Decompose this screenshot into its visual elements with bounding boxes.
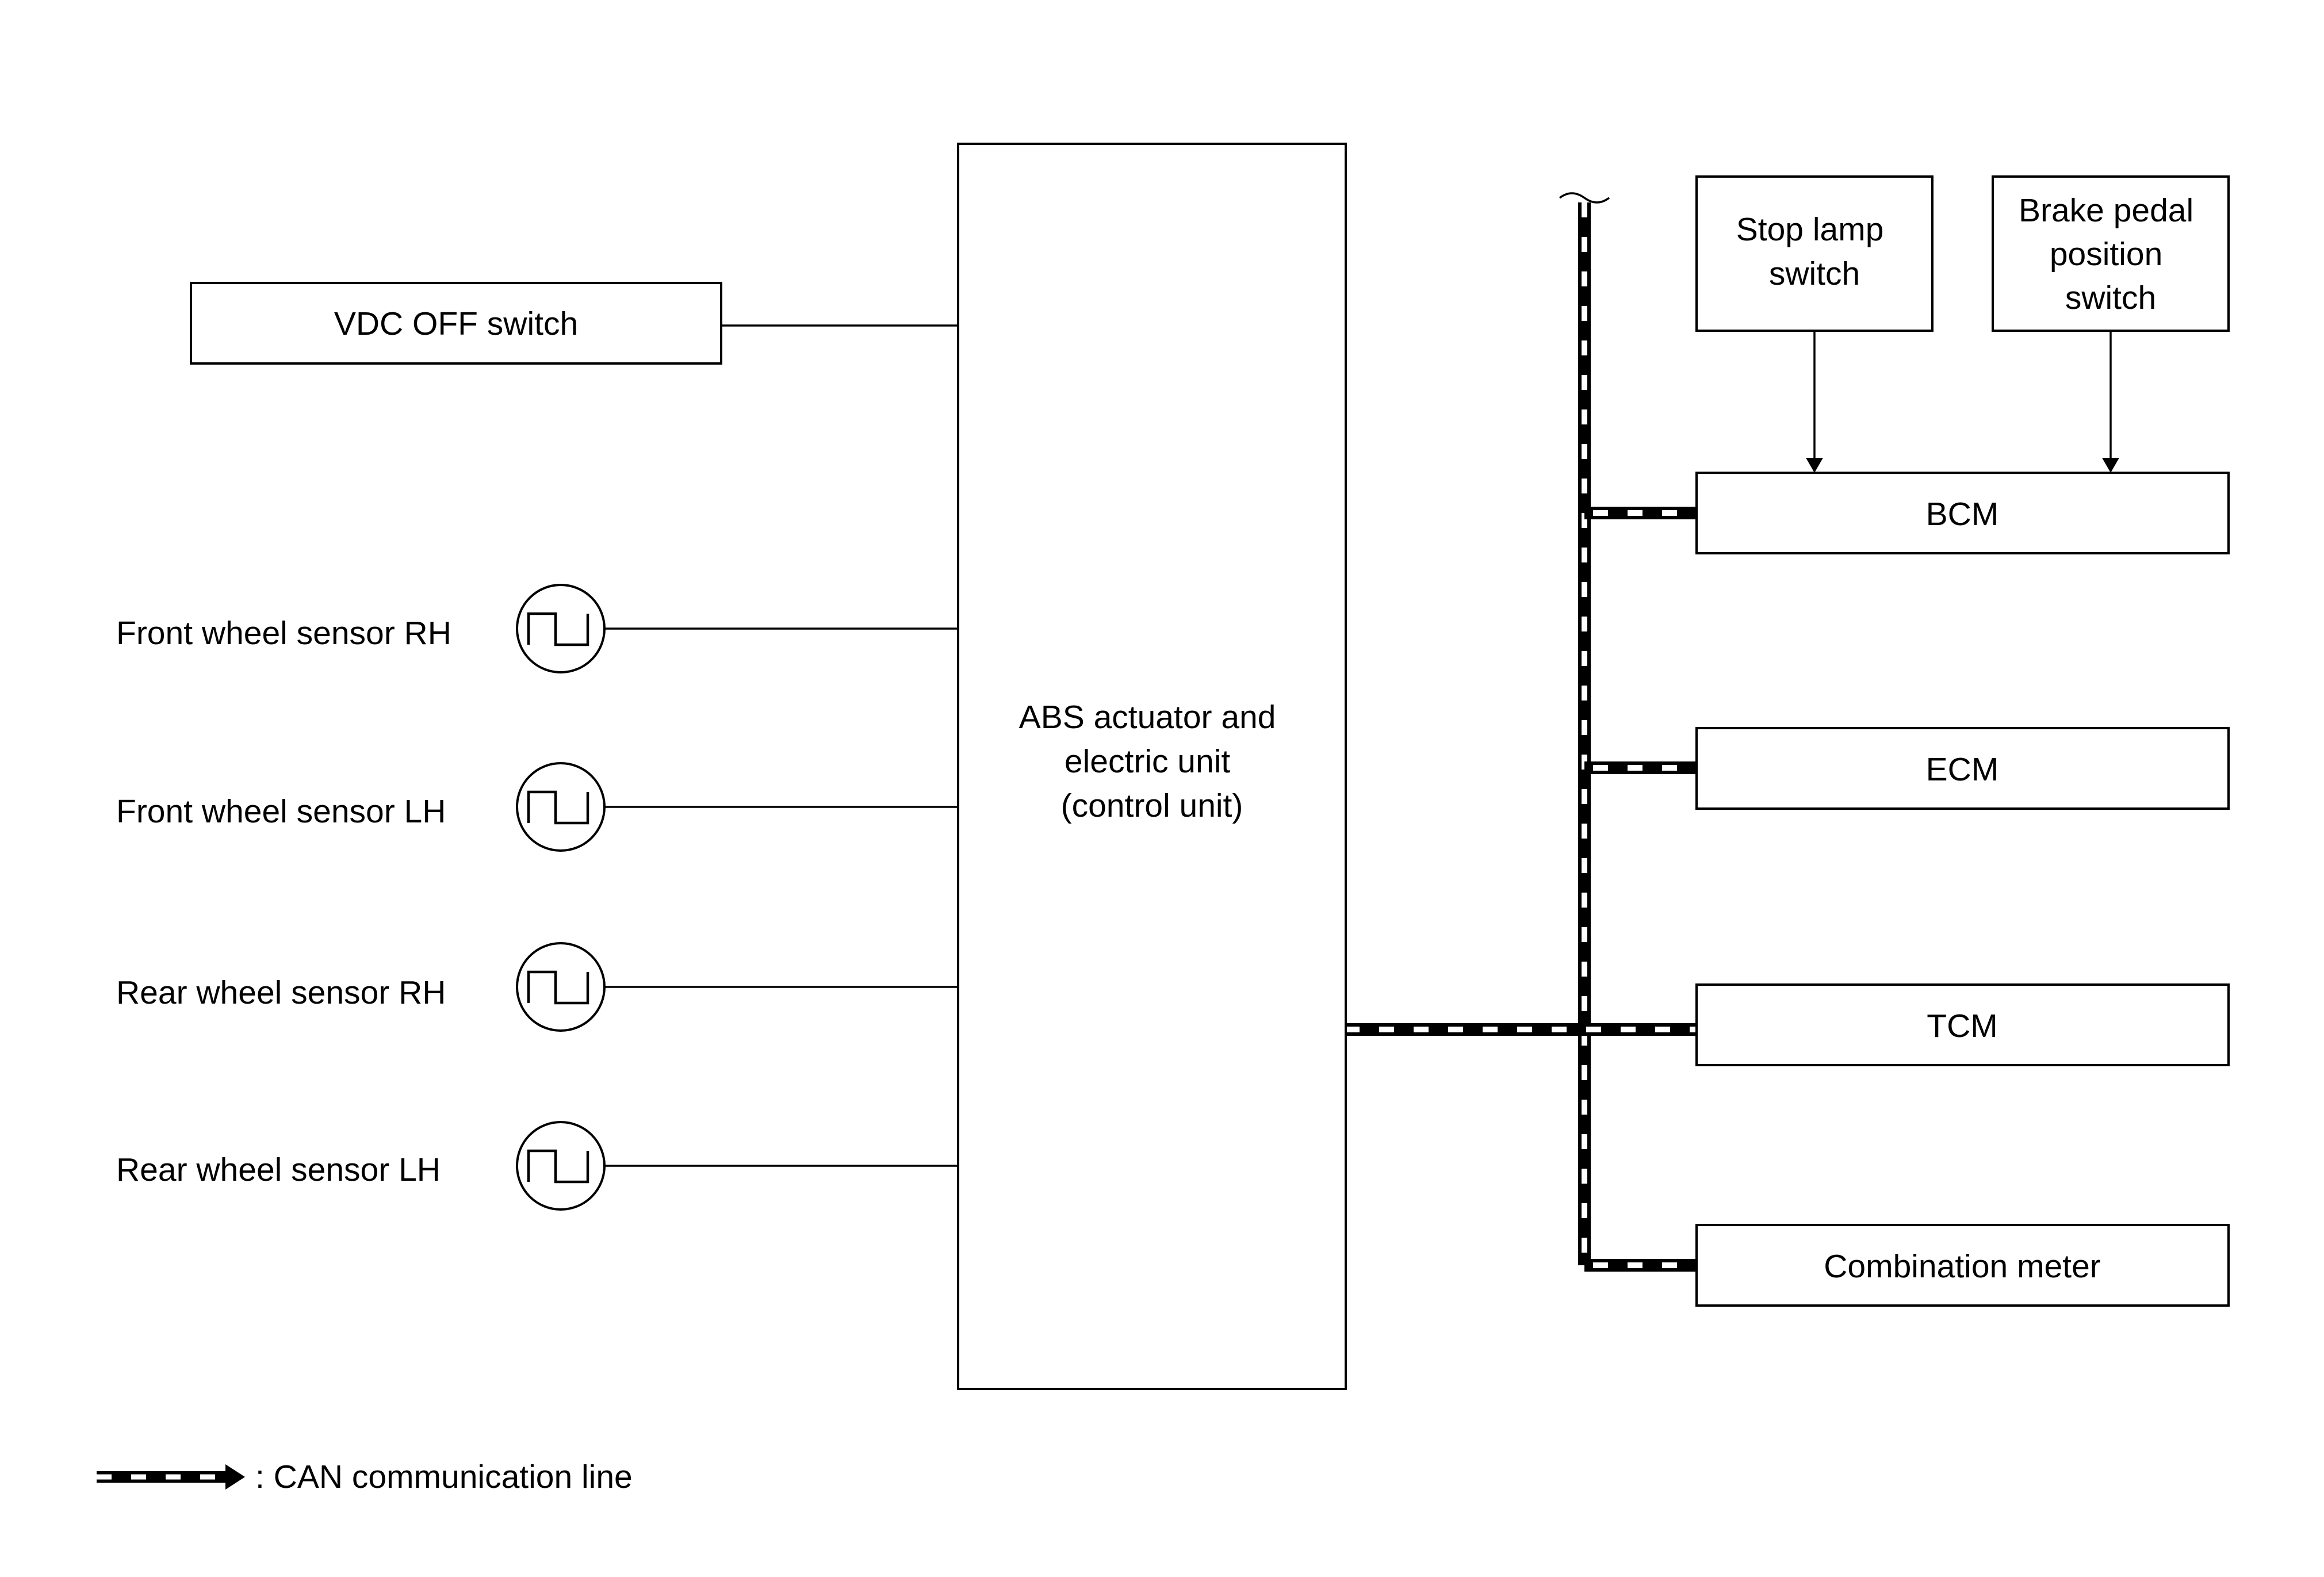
wheel-sensor-front-rh-icon (516, 584, 606, 673)
stop-lamp-switch-label-line-2: switch (1769, 255, 1860, 292)
brake-pedal-position-switch-label-line-3: switch (2065, 280, 2156, 316)
wheel-sensor-front-lh-label: Front wheel sensor LH (116, 793, 446, 830)
can-bus (1345, 192, 1697, 1272)
brake-pedal-position-switch-label-line-2: position (2050, 236, 2162, 273)
wheel-sensor-rear-rh-label: Rear wheel sensor RH (116, 974, 446, 1011)
wheel-sensor-rear-rh: Rear wheel sensor RH (116, 942, 958, 1032)
can-line-legend-icon (97, 1464, 245, 1490)
brake-pedal-position-switch-label: Brake pedal position switch (2019, 192, 2203, 316)
can-bus-break-mark (1559, 192, 1610, 204)
wheel-sensor-front-lh: Front wheel sensor LH (116, 762, 958, 852)
bcm-label: BCM (1926, 496, 1999, 533)
combination-meter-label: Combination meter (1824, 1248, 2101, 1285)
tcm-label: TCM (1927, 1008, 1997, 1044)
legend: : CAN communication line (97, 1459, 633, 1495)
bcm-node: BCM (1695, 472, 2230, 554)
arrow-down-icon (1806, 458, 1823, 473)
pulse-wave-icon (527, 1149, 589, 1184)
wheel-sensor-rear-lh: Rear wheel sensor LH (116, 1121, 958, 1211)
tcm-node: TCM (1695, 983, 2230, 1066)
stop-lamp-switch-label: Stop lamp switch (1736, 211, 1893, 292)
abs-control-unit-label-line-1: ABS actuator and (1019, 699, 1276, 736)
wheel-sensor-rear-rh-icon (516, 942, 606, 1032)
vdc-off-switch-label: VDC OFF switch (334, 305, 578, 342)
stop-lamp-switch-label-line-1: Stop lamp (1736, 211, 1884, 248)
stop-lamp-switch: Stop lamp switch (1695, 175, 1934, 473)
abs-control-unit-label-line-2: electric unit (1065, 743, 1230, 780)
wheel-sensor-front-rh-label: Front wheel sensor RH (116, 615, 451, 652)
pulse-wave-icon (527, 790, 589, 825)
wheel-sensor-rear-lh-icon (516, 1121, 606, 1211)
brake-pedal-position-switch-label-line-1: Brake pedal (2019, 192, 2193, 229)
abs-control-unit-label-line-3: (control unit) (1061, 787, 1243, 824)
wheel-sensor-front-lh-icon (516, 762, 606, 852)
pulse-wave-icon (527, 612, 589, 646)
abs-control-unit: ABS actuator and electric unit (control … (957, 143, 1347, 1390)
vdc-off-switch: VDC OFF switch (190, 282, 958, 365)
ecm-node: ECM (1695, 727, 2230, 810)
pulse-wave-icon (527, 970, 589, 1005)
arrow-down-icon (2102, 458, 2119, 473)
abs-control-unit-label: ABS actuator and electric unit (control … (1019, 699, 1285, 824)
brake-pedal-position-switch: Brake pedal position switch (1992, 175, 2230, 473)
ecm-label: ECM (1926, 751, 1999, 788)
wheel-sensor-rear-lh-label: Rear wheel sensor LH (116, 1151, 441, 1188)
combination-meter-node: Combination meter (1695, 1224, 2230, 1307)
legend-label: : CAN communication line (255, 1459, 633, 1495)
wheel-sensor-front-rh: Front wheel sensor RH (116, 584, 958, 673)
